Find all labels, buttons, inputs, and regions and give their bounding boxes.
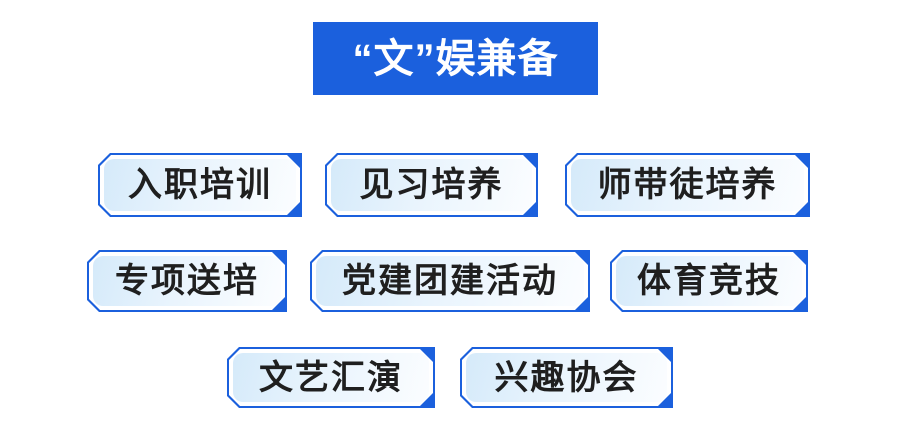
badge-label: 见习培养 [359,166,504,204]
badge-label: 专项送培 [115,262,259,300]
badge-onboarding-training[interactable]: 入职培训 [98,153,302,217]
badge-fill [466,353,667,402]
badge-art-performance[interactable]: 文艺汇演 [227,347,435,408]
badge-fill [104,159,296,211]
badge-sports-competition[interactable]: 体育竞技 [610,250,808,312]
badge-label: 入职培训 [128,166,272,204]
badge-fill [233,353,429,402]
badge-fill [331,159,532,211]
section-title: “文”娱兼备 [352,36,559,81]
badge-label: 兴趣协会 [494,358,639,397]
badge-label: 文艺汇演 [259,358,403,397]
badge-fill [93,256,281,306]
badge-targeted-training[interactable]: 专项送培 [87,250,287,312]
badge-internship-development[interactable]: 见习培养 [325,153,538,217]
section-title-banner: “文”娱兼备 [313,22,598,95]
badge-fill [316,256,584,306]
badge-label: 党建团建活动 [342,262,558,300]
badge-fill [616,256,802,306]
badge-fill [571,159,804,211]
badge-party-team-building[interactable]: 党建团建活动 [310,250,590,312]
badge-interest-clubs[interactable]: 兴趣协会 [460,347,673,408]
badge-mentorship-development[interactable]: 师带徒培养 [565,153,810,217]
badge-label: 师带徒培养 [597,166,778,204]
badge-label: 体育竞技 [637,262,781,300]
